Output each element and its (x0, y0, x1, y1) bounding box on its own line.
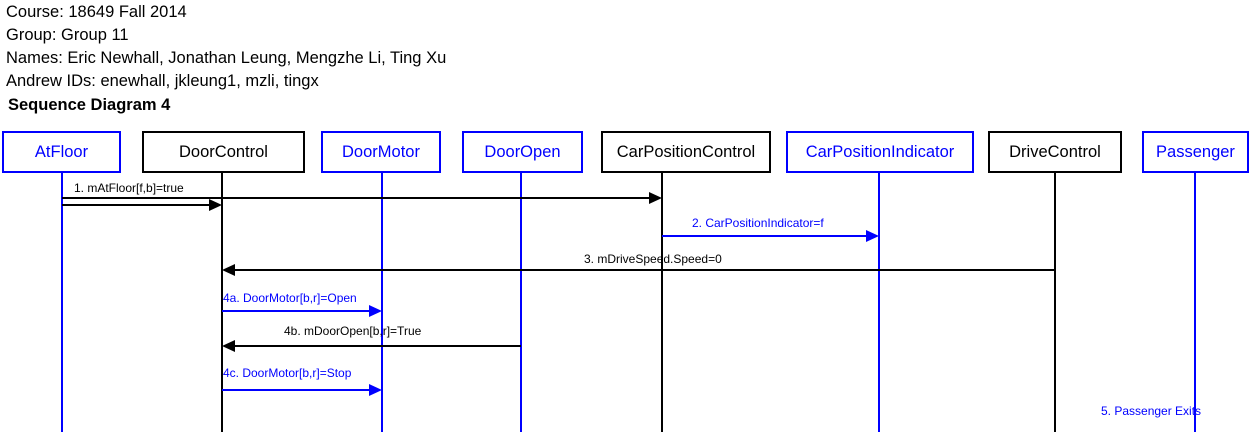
participant-dooropen: DoorOpen (462, 131, 583, 173)
message-label-m4c: 4c. DoorMotor[b,r]=Stop (223, 366, 352, 380)
participant-drivecontrol: DriveControl (988, 131, 1122, 173)
participant-passenger: Passenger (1142, 131, 1249, 173)
arrowhead-m1 (649, 192, 662, 204)
participant-doormotor: DoorMotor (321, 131, 441, 173)
arrowhead-m3 (222, 264, 235, 276)
message-label-m2: 2. CarPositionIndicator=f (692, 216, 824, 230)
arrowhead-m2 (866, 230, 879, 242)
message-label-m3: 3. mDriveSpeed.Speed=0 (584, 252, 722, 266)
andrew-ids-text: Andrew IDs: enewhall, jkleung1, mzli, ti… (6, 72, 319, 90)
participant-carpositionindicator: CarPositionIndicator (786, 131, 974, 173)
participant-doorcontrol: DoorControl (142, 131, 305, 173)
note-n5: 5. Passenger Exits (1101, 404, 1201, 418)
course-text: Course: 18649 Fall 2014 (6, 3, 187, 21)
arrowhead-m1b (209, 199, 222, 211)
message-label-m1: 1. mAtFloor[f,b]=true (74, 181, 184, 195)
message-label-m4b: 4b. mDoorOpen[b,r]=True (284, 324, 422, 338)
participant-carpositioncontrol: CarPositionControl (601, 131, 771, 173)
arrowhead-m4a (369, 305, 382, 317)
group-text: Group: Group 11 (6, 26, 129, 44)
arrowhead-m4b (222, 340, 235, 352)
diagram-title: Sequence Diagram 4 (8, 96, 171, 114)
message-label-m4a: 4a. DoorMotor[b,r]=Open (223, 291, 357, 305)
arrowhead-m4c (369, 384, 382, 396)
participant-atfloor: AtFloor (2, 131, 121, 173)
names-text: Names: Eric Newhall, Jonathan Leung, Men… (6, 49, 447, 67)
